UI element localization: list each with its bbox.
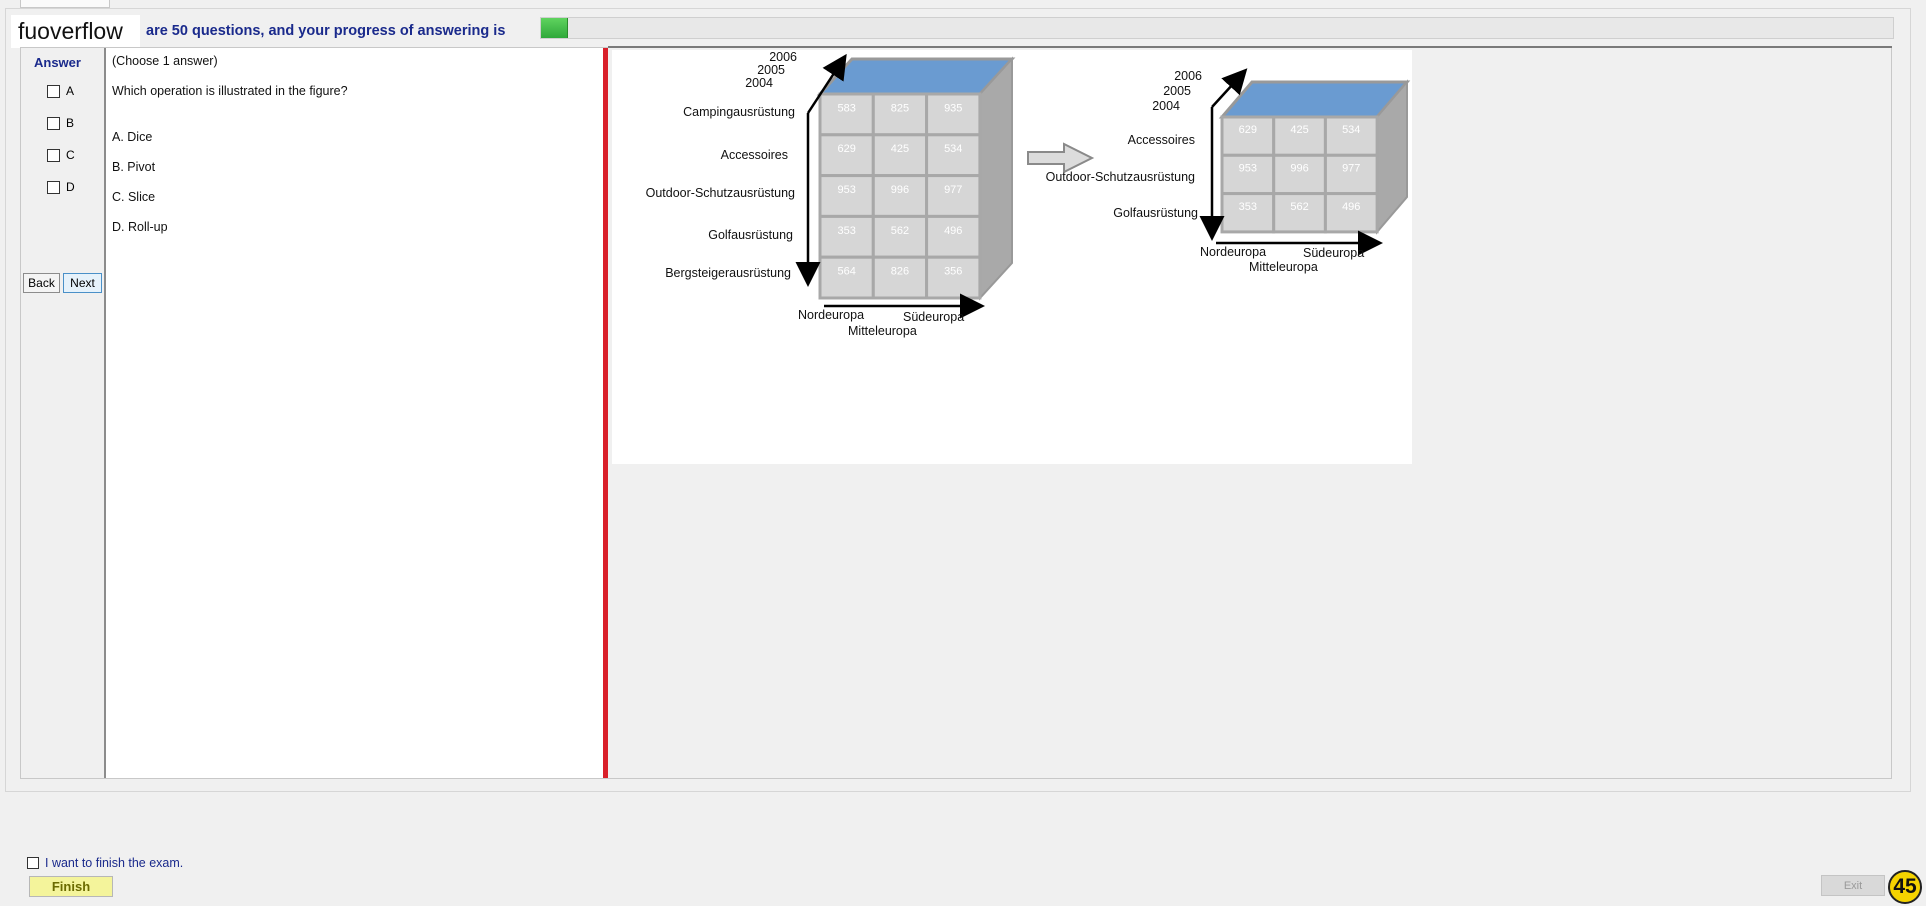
cube-value: 534 [1342, 124, 1360, 136]
row-label: Outdoor-Schutzausrüstung [646, 186, 795, 200]
olap-cube-figure: 583 825 935 629 425 534 953 996 977 353 562 496 564 8… [646, 50, 1411, 338]
region-label: Nordeuropa [798, 308, 864, 322]
row-label: Accessoires [1128, 133, 1195, 147]
year-axis-right [1211, 68, 1248, 108]
cube-value: 977 [944, 184, 962, 196]
question-text: Which operation is illustrated in the fi… [112, 84, 348, 98]
figure-divider [608, 46, 1892, 48]
finish-button[interactable]: Finish [29, 876, 113, 897]
row-label: Campingausrüstung [683, 105, 795, 119]
cube-cell [925, 255, 982, 300]
progress-text: are 50 questions, and your progress of a… [146, 23, 506, 39]
checkbox[interactable] [27, 857, 39, 869]
back-button[interactable]: Back [23, 273, 60, 293]
cube-value: 825 [891, 102, 909, 114]
year-axis-left [806, 53, 847, 114]
cube-cell [871, 174, 929, 218]
region-label: Mitteleuropa [848, 324, 917, 338]
cube-cell [871, 214, 929, 259]
progress-bar [540, 17, 1894, 39]
answer-title: Answer [34, 55, 81, 70]
answer-option-a[interactable]: A [47, 84, 74, 98]
progress-fill [541, 18, 569, 38]
question-figure: 583 825 935 629 425 534 953 996 977 353 562 496 564 8… [612, 50, 1412, 464]
right-cube-grid: 629 425 534 953 996 977 353 562 496 [1220, 115, 1379, 234]
cube-value: 953 [837, 184, 855, 196]
cube-value: 826 [891, 266, 909, 278]
cube-value: 996 [1290, 162, 1308, 174]
cube-value: 353 [837, 225, 855, 237]
cube-value: 953 [1239, 162, 1257, 174]
cube-value: 562 [891, 225, 909, 237]
question-instruction: (Choose 1 answer) [112, 54, 218, 68]
cube-value: 425 [1290, 124, 1308, 136]
year-label: 2004 [745, 76, 773, 90]
choice-c: C. Slice [112, 190, 156, 204]
right-cube-top [1218, 80, 1411, 119]
exit-button[interactable]: Exit [1821, 875, 1885, 896]
year-label: 2005 [757, 63, 785, 77]
cube-cell [925, 133, 982, 178]
region-label: Nordeuropa [1200, 245, 1266, 259]
year-label: 2006 [769, 50, 797, 64]
cube-value: 496 [944, 225, 962, 237]
year-label: 2004 [1152, 99, 1180, 113]
checkbox[interactable] [47, 116, 60, 130]
cube-cell [1272, 192, 1327, 234]
cube-value: 356 [944, 266, 962, 278]
cube-cell [1323, 192, 1379, 234]
cube-value: 935 [944, 102, 962, 114]
checkbox[interactable] [47, 148, 60, 162]
cube-value: 496 [1342, 201, 1360, 213]
choice-a: A. Dice [112, 130, 153, 144]
cube-value: 534 [944, 143, 962, 155]
cube-value: 562 [1290, 201, 1308, 213]
cube-cell [1323, 115, 1379, 157]
cube-value: 629 [837, 143, 855, 155]
year-label: 2006 [1174, 69, 1202, 83]
finish-exam-checkbox[interactable]: I want to finish the exam. [27, 856, 183, 870]
region-label: Südeuropa [903, 310, 964, 324]
cube-value: 583 [837, 102, 855, 114]
question-panel: (Choose 1 answer) Which operation is ill… [104, 48, 604, 778]
left-cube-grid: 583 825 935 629 425 534 953 996 977 353 562 496 564 8… [818, 92, 982, 300]
transform-arrow-icon [1027, 142, 1095, 174]
region-label: Mitteleuropa [1249, 260, 1318, 274]
year-label: 2005 [1163, 84, 1191, 98]
next-button[interactable]: Next [63, 273, 102, 293]
checkbox[interactable] [47, 180, 60, 194]
cube-value: 425 [891, 143, 909, 155]
choice-b: B. Pivot [112, 160, 156, 174]
cube-cell [818, 174, 875, 218]
top-tab[interactable] [20, 0, 110, 8]
left-cube-side [979, 56, 1013, 301]
row-label: Golfausrüstung [1113, 206, 1198, 220]
choice-d: D. Roll-up [112, 220, 168, 234]
answer-option-d[interactable]: D [47, 180, 75, 194]
row-label: Golfausrüstung [708, 228, 793, 242]
checkbox[interactable] [47, 84, 60, 98]
panel-splitter[interactable] [603, 48, 608, 778]
cube-value: 629 [1239, 124, 1257, 136]
cube-cell [1323, 153, 1379, 196]
cube-value: 996 [891, 184, 909, 196]
answer-option-c[interactable]: C [47, 148, 75, 162]
brand-logo: fuoverflow [11, 15, 140, 48]
cube-value: 564 [837, 266, 855, 278]
answer-option-b[interactable]: B [47, 116, 74, 130]
cube-value: 977 [1342, 162, 1360, 174]
left-cube-top [816, 57, 1016, 96]
question-number-badge: 45 [1888, 870, 1922, 904]
cube-cell [818, 255, 875, 300]
cube-cell [1220, 153, 1276, 196]
cube-cell [1220, 192, 1276, 234]
row-label: Bergsteigerausrüstung [665, 266, 791, 280]
row-label: Outdoor-Schutzausrüstung [1046, 170, 1195, 184]
region-label: Südeuropa [1303, 246, 1364, 260]
cube-value: 353 [1239, 201, 1257, 213]
row-label: Accessoires [721, 148, 788, 162]
cube-cell [925, 174, 982, 218]
